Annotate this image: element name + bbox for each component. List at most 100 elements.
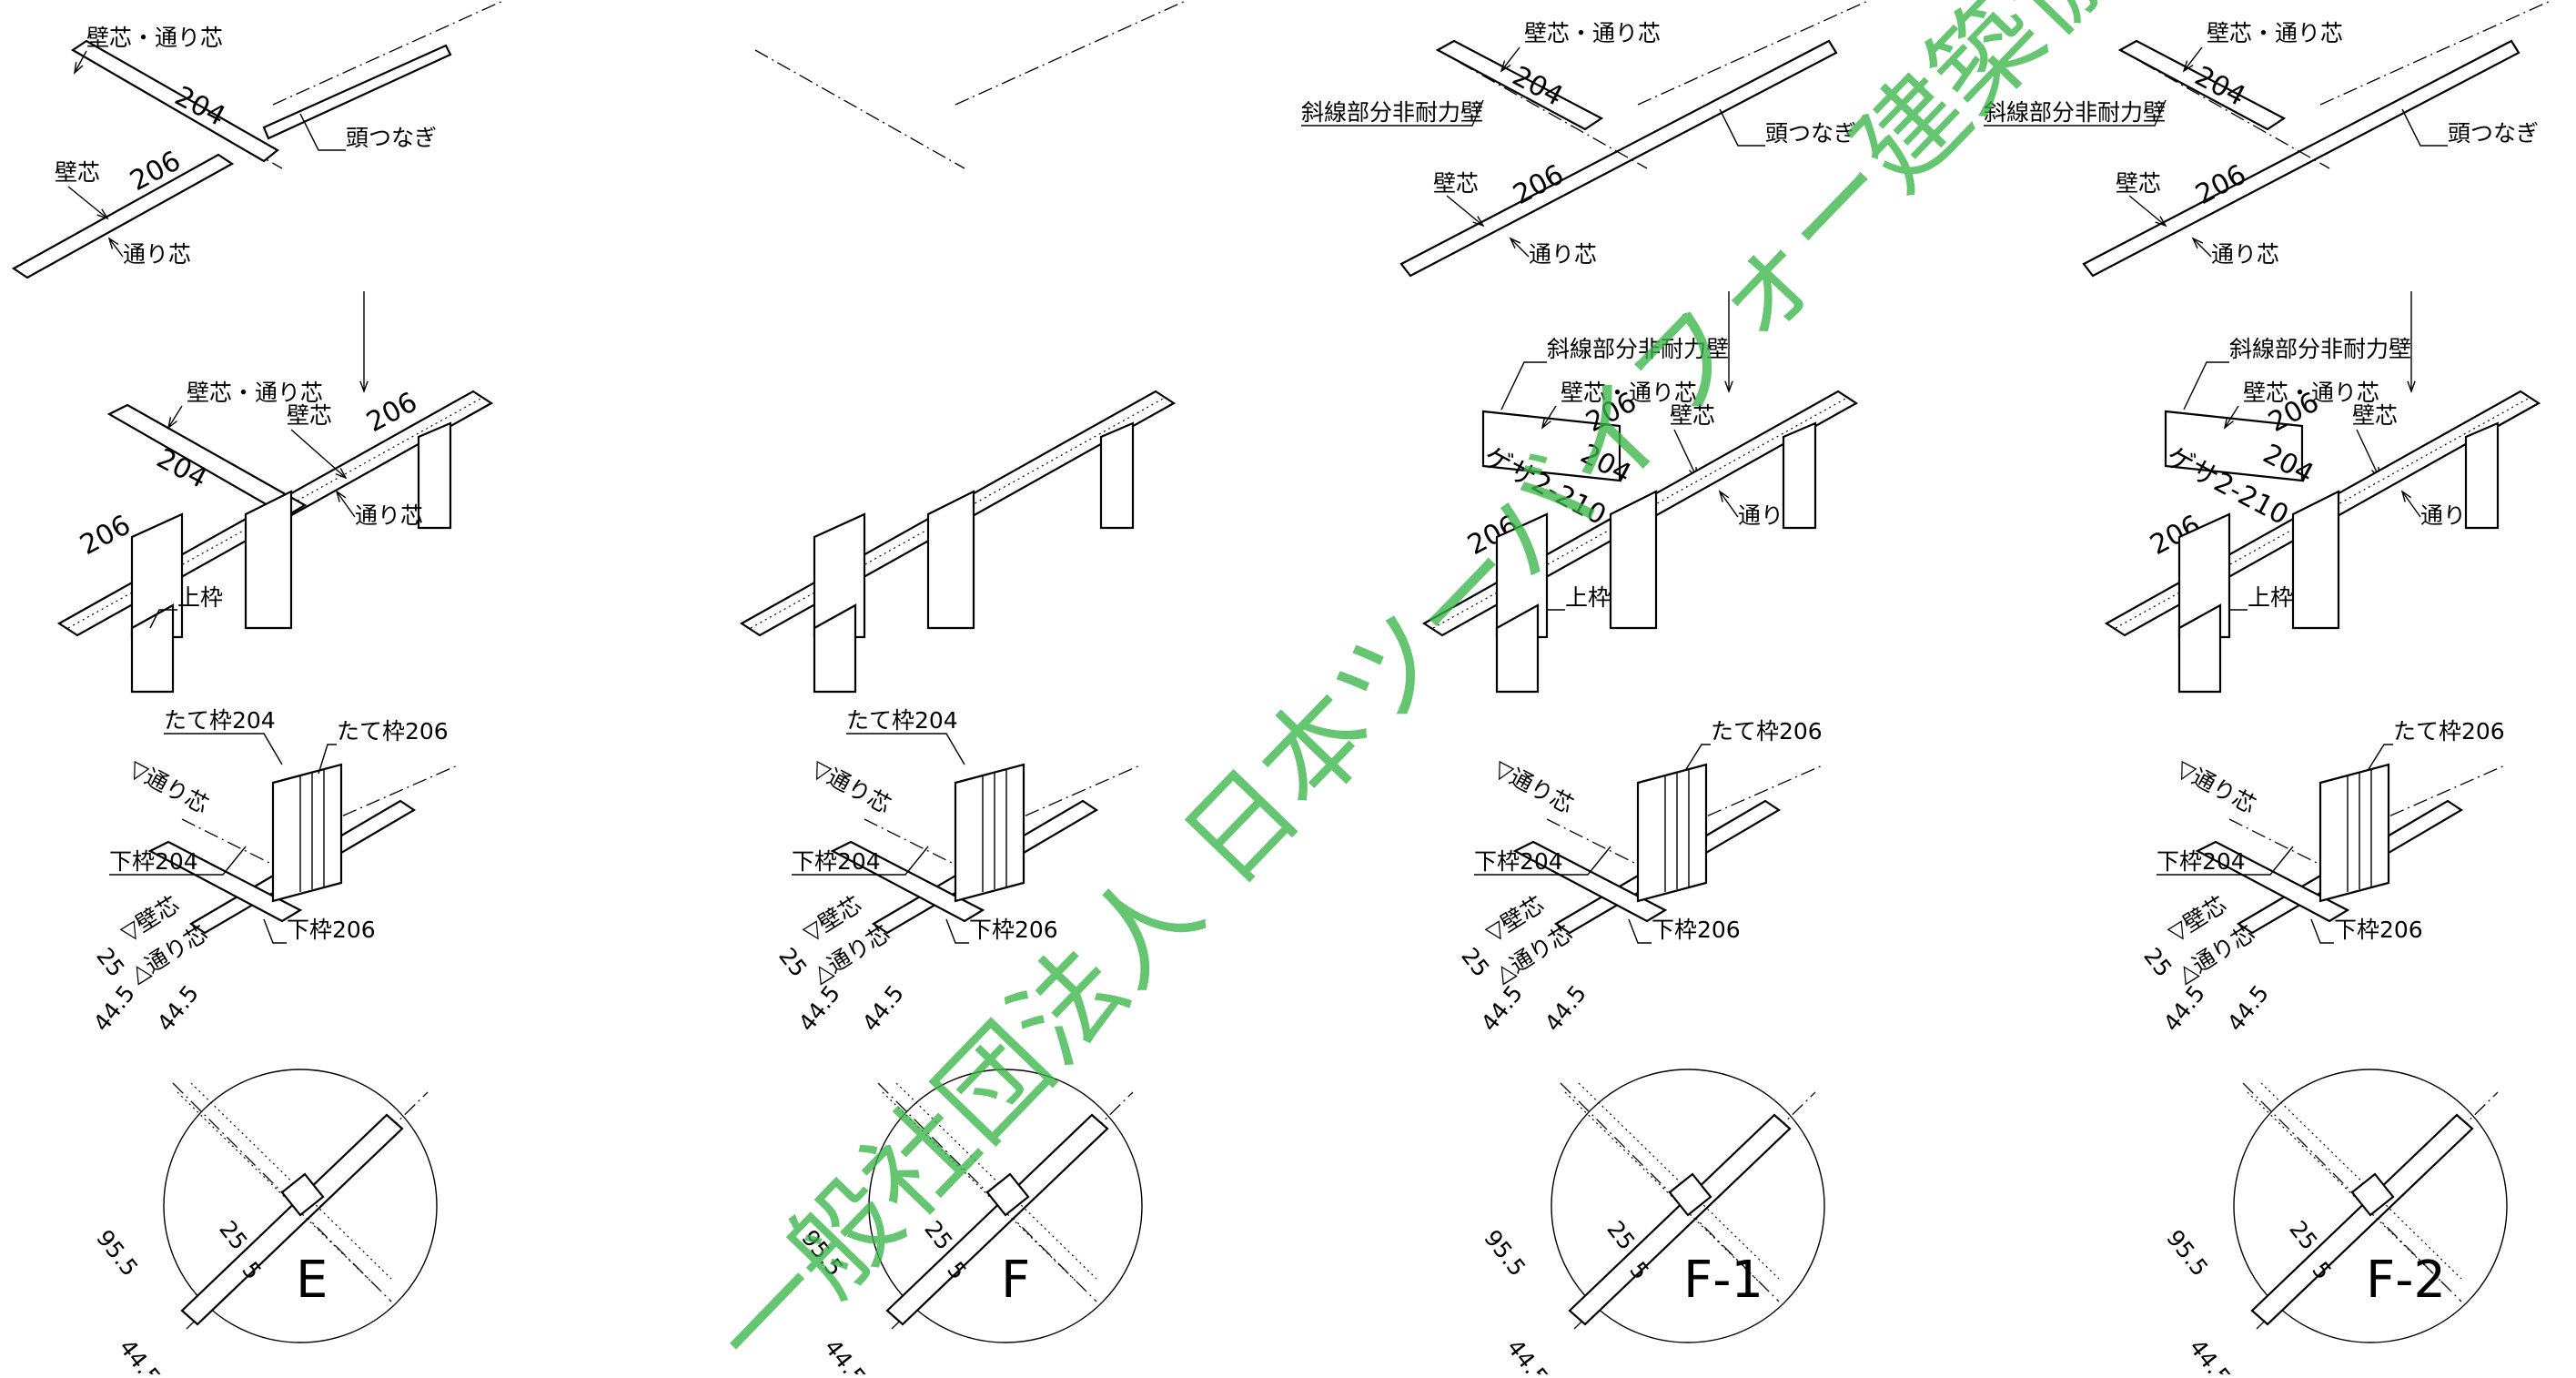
stud-block [271, 763, 343, 903]
leader-stud204 [164, 733, 283, 765]
label-head-tie: 頭つなぎ [1765, 120, 1856, 147]
leader-stud204 [846, 733, 965, 765]
arrow-grid-1 [2191, 237, 2212, 258]
detail-circle [868, 1069, 1143, 1343]
leader-stud206 [2365, 744, 2393, 775]
detail-circle [1551, 1069, 1825, 1343]
arrow-grid-b [1718, 490, 1739, 518]
label-wall-grid-b: 壁芯・通り芯 [2243, 380, 2379, 406]
member-206-long [1399, 39, 1838, 278]
stud-cross [2350, 1172, 2395, 1217]
leader-sill206 [2310, 918, 2334, 944]
dim-95-5: 95.5 [2161, 1225, 2213, 1282]
top-plate-short [106, 403, 308, 518]
dim-44-5-c: 44.5 [2184, 1334, 2236, 1374]
stud-cross [1668, 1172, 1712, 1217]
detail-circle [163, 1069, 438, 1343]
grid-centerline [754, 49, 965, 169]
dim-95-5: 95.5 [1479, 1225, 1530, 1282]
label-wall-1: 壁芯 [55, 159, 100, 186]
label-grid-1: 通り芯 [2211, 241, 2279, 268]
label-head-tie: 頭つなぎ [2448, 120, 2539, 147]
dim-44-5-b: 44.5 [152, 980, 204, 1037]
member-206-lower [11, 153, 235, 279]
label-wall-b: 壁芯 [2352, 402, 2398, 429]
stud-post-3 [2464, 421, 2500, 530]
plate-diagonal [180, 1113, 404, 1326]
label-sill204: 下枠204 [1474, 848, 1563, 875]
leader-head-tie [2401, 108, 2448, 147]
label-sill204: 下枠204 [2157, 848, 2246, 875]
stud-post-3 [1782, 421, 1817, 530]
label-grid-up: ▽通り芯 [125, 755, 213, 819]
detail-label: E [296, 1251, 328, 1310]
dim-44-5-b: 44.5 [857, 980, 909, 1037]
label-top-plate: 上枠 [2248, 584, 2293, 611]
arrow-wall-grid [2182, 46, 2203, 73]
label-wall-1: 壁芯 [1433, 170, 1479, 197]
label-wall-grid-b: 壁芯・通り芯 [1561, 380, 1697, 406]
dim-44-5-a: 44.5 [793, 980, 845, 1037]
stud-block [954, 763, 1025, 903]
dim-95-5: 95.5 [91, 1225, 143, 1282]
label-206-c: 206 [75, 509, 136, 562]
label-sill206: 下枠206 [969, 917, 1058, 943]
leader-sill204 [2157, 846, 2294, 876]
stud-post [1609, 490, 1658, 630]
label-sill204: 下枠204 [109, 848, 198, 875]
plate-diagonal [885, 1113, 1109, 1326]
down-arrow [359, 291, 369, 394]
label-wall-grid: 壁芯・通り芯 [1524, 20, 1661, 46]
member-204-hatched [2117, 39, 2287, 131]
arrow-wall-grid [74, 50, 87, 75]
detail-label: F [1001, 1251, 1030, 1310]
stud-block [2318, 763, 2390, 903]
stud-post-4 [130, 603, 175, 694]
leader-sill206 [1628, 918, 1652, 944]
leader-stud206 [1682, 744, 1711, 775]
label-wall-grid: 壁芯・通り芯 [2207, 20, 2343, 46]
arrow-grid-1 [1509, 237, 1530, 258]
label-stud206: たて枠206 [1711, 718, 1823, 745]
variant-panel-F2: 204206斜線部分非耐力壁壁芯・通り芯頭つなぎ壁芯通り芯ゲサ2-210204斜… [2104, 0, 2553, 1378]
label-stud206: たて枠206 [337, 718, 449, 745]
hatched-wall [1481, 410, 1621, 482]
label-grid-1: 通り芯 [123, 241, 191, 268]
leader-hatch-b [2183, 361, 2229, 410]
leader-hatch [1301, 99, 1484, 127]
label-wall-grid: 壁芯・通り芯 [86, 25, 223, 51]
stud-post-4 [1495, 603, 1540, 694]
stud-post-3 [1099, 421, 1135, 530]
label-25: 25 [2138, 943, 2177, 982]
arrow-grid-b [2400, 490, 2421, 518]
label-grid-up: ▽通り芯 [807, 755, 895, 819]
dim-44-5-b: 44.5 [2222, 980, 2274, 1037]
arrow-wall-b [290, 429, 348, 480]
down-arrow [2407, 291, 2416, 394]
head-tie-member [262, 44, 452, 140]
dim-44-5-c: 44.5 [1501, 1334, 1553, 1374]
sill-204 [147, 840, 303, 923]
label-head-tie: 頭つなぎ [346, 125, 437, 151]
detail-label: F-1 [1683, 1251, 1763, 1310]
label-top-plate: 上枠 [1565, 584, 1611, 611]
label-wall-b: 壁芯 [1670, 402, 1715, 429]
leader-hatch [1984, 99, 2167, 127]
label-wall-1: 壁芯 [2116, 170, 2161, 197]
sill-204 [1512, 840, 1668, 923]
dim-44-5-a: 44.5 [1476, 980, 1528, 1037]
dim-44-5-a: 44.5 [88, 980, 140, 1037]
label-sill204: 下枠204 [792, 848, 881, 875]
leader-sill204 [792, 846, 929, 876]
label-25: 25 [91, 943, 129, 982]
label-grid-1: 通り芯 [1529, 241, 1597, 268]
sill-204 [2195, 840, 2350, 923]
stud-post-3 [417, 421, 452, 530]
arrow-grid-b [335, 490, 356, 518]
